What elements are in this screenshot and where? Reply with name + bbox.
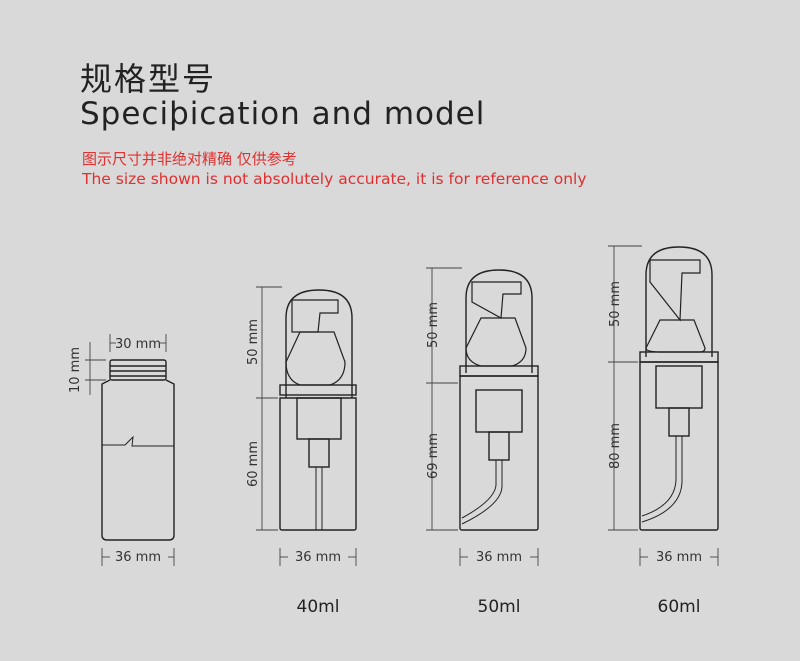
body-height-label-60: 80 mm <box>608 423 623 469</box>
width-label-40: 36 mm <box>295 550 341 565</box>
foam-bottle-50ml <box>459 269 539 531</box>
title-english: Speciþication and model <box>80 96 486 132</box>
bare-bottle <box>101 359 175 541</box>
title-chinese: 规格型号 <box>80 60 217 98</box>
foam-bottle-40ml <box>279 289 357 531</box>
body-height-label-50: 69 mm <box>426 433 441 479</box>
foam-bottle-60ml <box>639 246 719 531</box>
foam-bottle-60ml-dims <box>608 245 719 566</box>
bare-width-label: 36 mm <box>115 550 161 565</box>
note-chinese: 图示尺寸并非绝对精确 仅供参考 <box>82 150 297 168</box>
cap-height-label-40: 50 mm <box>246 319 261 365</box>
foam-bottle-40ml-dims <box>256 286 357 566</box>
cap-height-label-60: 50 mm <box>608 281 623 327</box>
width-label-50: 36 mm <box>476 550 522 565</box>
volume-label-60: 60ml <box>658 597 701 617</box>
volume-label-50: 50ml <box>478 597 521 617</box>
width-label-60: 36 mm <box>656 550 702 565</box>
bare-bottle-dims <box>85 334 175 566</box>
neck-height-label: 10 mm <box>68 347 83 393</box>
neck-width-label: 30 mm <box>115 337 161 352</box>
cap-height-label-50: 50 mm <box>426 302 441 348</box>
body-height-label-40: 60 mm <box>246 441 261 487</box>
foam-bottle-50ml-dims <box>426 267 539 566</box>
volume-label-40: 40ml <box>297 597 340 617</box>
note-english: The size shown is not absolutely accurat… <box>82 170 587 188</box>
